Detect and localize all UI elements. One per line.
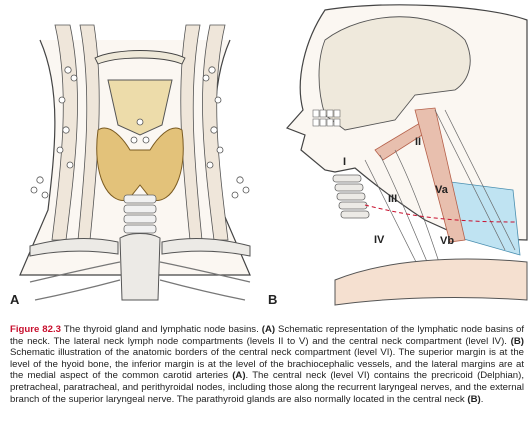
figure: A bbox=[0, 0, 530, 318]
level-Va-label: Va bbox=[435, 184, 449, 196]
level-III-label: III bbox=[388, 193, 397, 205]
caption-text-5: . bbox=[480, 393, 484, 405]
caption-ref-b-2: (B) bbox=[467, 393, 481, 405]
panel-a-letter: A bbox=[10, 292, 20, 307]
caption-text-2: Schematic representation of the lymphati… bbox=[10, 324, 525, 347]
caption-text-1: The thyroid gland and lymphatic node bas… bbox=[60, 324, 262, 335]
neck-lateral-illustration: I II III IV Va Vb bbox=[285, 4, 528, 306]
panel-b-letter: B bbox=[268, 292, 278, 307]
level-IV-label: IV bbox=[374, 234, 385, 246]
level-Vb-label: Vb bbox=[440, 235, 454, 247]
caption-ref-b: (B) bbox=[510, 335, 524, 347]
panel-a: A bbox=[0, 0, 265, 318]
caption-text-3: Schematic illustration of the anatomic b… bbox=[10, 347, 524, 382]
caption-ref-a-2: (A) bbox=[232, 370, 246, 382]
caption-ref-a: (A) bbox=[261, 324, 276, 335]
neck-anterior-illustration bbox=[19, 24, 251, 301]
figure-caption: Figure 82.3 The thyroid gland and lympha… bbox=[10, 324, 524, 405]
figure-label: Figure 82.3 bbox=[10, 324, 61, 335]
level-I-label: I bbox=[343, 156, 346, 168]
caption-text-4: . The central neck (level VI) contains t… bbox=[10, 370, 524, 405]
level-II-label: II bbox=[415, 136, 421, 148]
panel-b: I II III IV Va Vb B bbox=[265, 0, 530, 318]
